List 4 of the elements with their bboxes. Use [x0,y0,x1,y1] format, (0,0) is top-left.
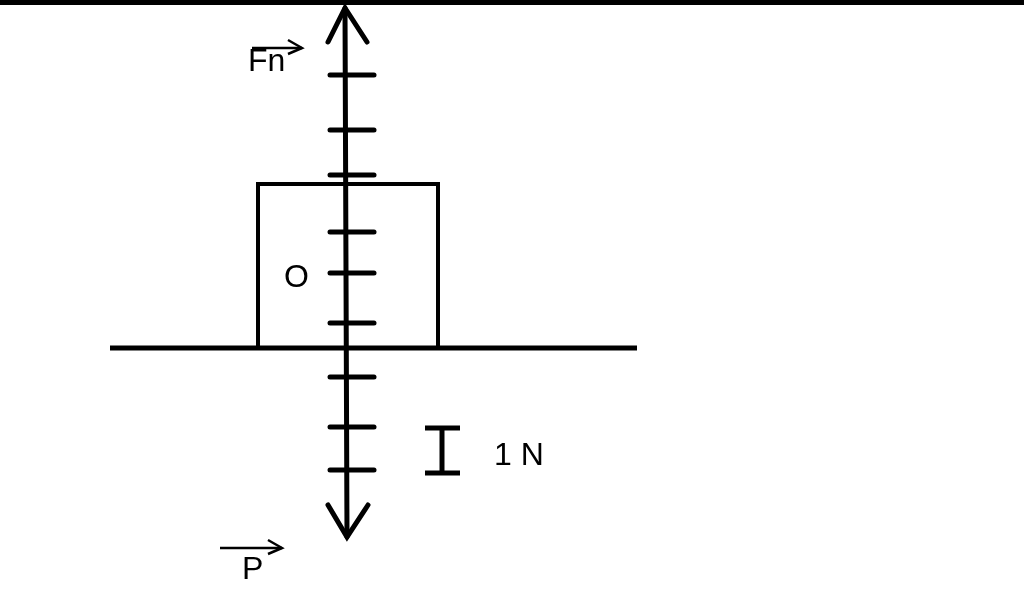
force-label: 1 N [494,438,544,470]
point-label: O [284,260,309,292]
force-label: Fn [248,44,286,76]
force-label: P [242,552,264,584]
